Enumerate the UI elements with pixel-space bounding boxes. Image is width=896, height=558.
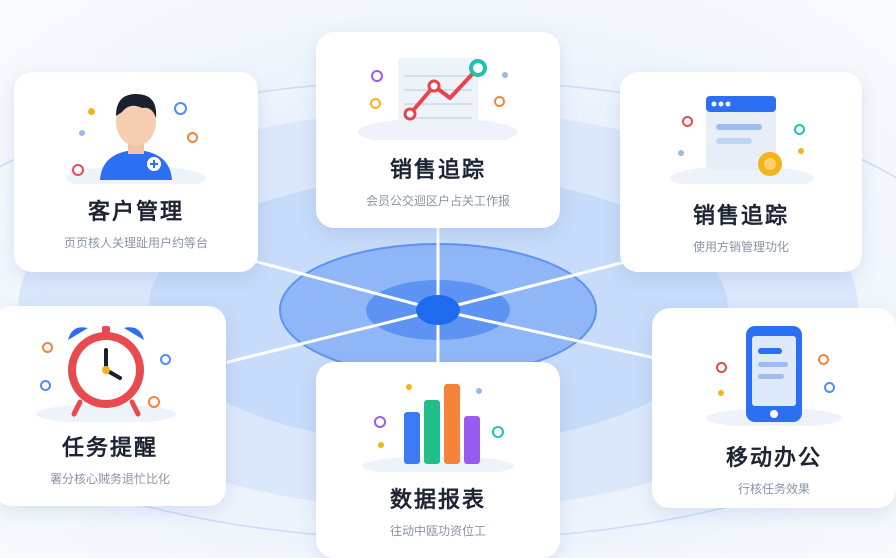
task-reminder-card[interactable]: 任务提醒 署分核心贼务退忙比化 [0,306,226,506]
browser-window-coin-icon [670,96,814,184]
deco-dot [378,442,384,448]
card-subtitle: 页页核人关理趾用户约等台 [63,236,208,250]
deco-dot [42,342,53,353]
deco-dot [476,388,482,394]
card-subtitle: 会员公交迴区户占关工作报 [365,194,510,208]
deco-dot [88,108,95,115]
hub-center [416,295,460,325]
deco-dot [370,98,381,109]
deco-dot [798,148,804,154]
deco-dot [502,72,508,78]
deco-dot [406,384,412,390]
card-subtitle: 往动中瓯功资位工 [389,524,486,538]
deco-dot [682,116,693,127]
data-reports-card[interactable]: 数据报表 往动中瓯功资位工 [316,362,560,558]
deco-dot [678,150,684,156]
smartphone-icon [706,326,842,426]
sales-tracking-card-center[interactable]: 销售追踪 会员公交迴区户占关工作报 [316,32,560,228]
card-title: 移动办公 [725,446,822,471]
deco-dot [174,102,187,115]
hub-spokes [226,218,657,372]
deco-dot [187,132,198,143]
card-title: 任务提醒 [61,436,158,461]
card-title: 销售追踪 [692,204,789,229]
deco-dot [818,354,829,365]
deco-dot [718,390,724,396]
card-subtitle: 署分核心贼务退忙比化 [49,472,170,486]
card-subtitle: 使用方销管理功化 [692,240,789,254]
mobile-office-card[interactable]: 移动办公 行核任务效果 [652,308,896,508]
card-title: 销售追踪 [389,158,486,183]
deco-dot [492,426,504,438]
deco-dot [374,416,386,428]
alarm-clock-icon [36,326,176,422]
deco-dot [716,362,727,373]
deco-dot [160,354,171,365]
card-subtitle: 行核任务效果 [737,482,810,496]
deco-dot [794,124,805,135]
card-title: 客户管理 [87,200,184,225]
deco-dot [148,396,160,408]
card-title: 数据报表 [389,488,486,513]
deco-dot [40,380,51,391]
deco-dot [824,382,835,393]
deco-dot [371,70,383,82]
deco-dot [494,96,505,107]
customer-avatar-icon [66,94,206,184]
customer-management-card[interactable]: 客户管理 页页核人关理趾用户约等台 [14,72,258,272]
deco-dot [79,130,85,136]
deco-dot [72,164,84,176]
sales-tracking-card-right[interactable]: 销售追踪 使用方销管理功化 [620,72,862,272]
line-chart-icon [358,58,518,140]
bar-chart-icon [362,384,514,472]
